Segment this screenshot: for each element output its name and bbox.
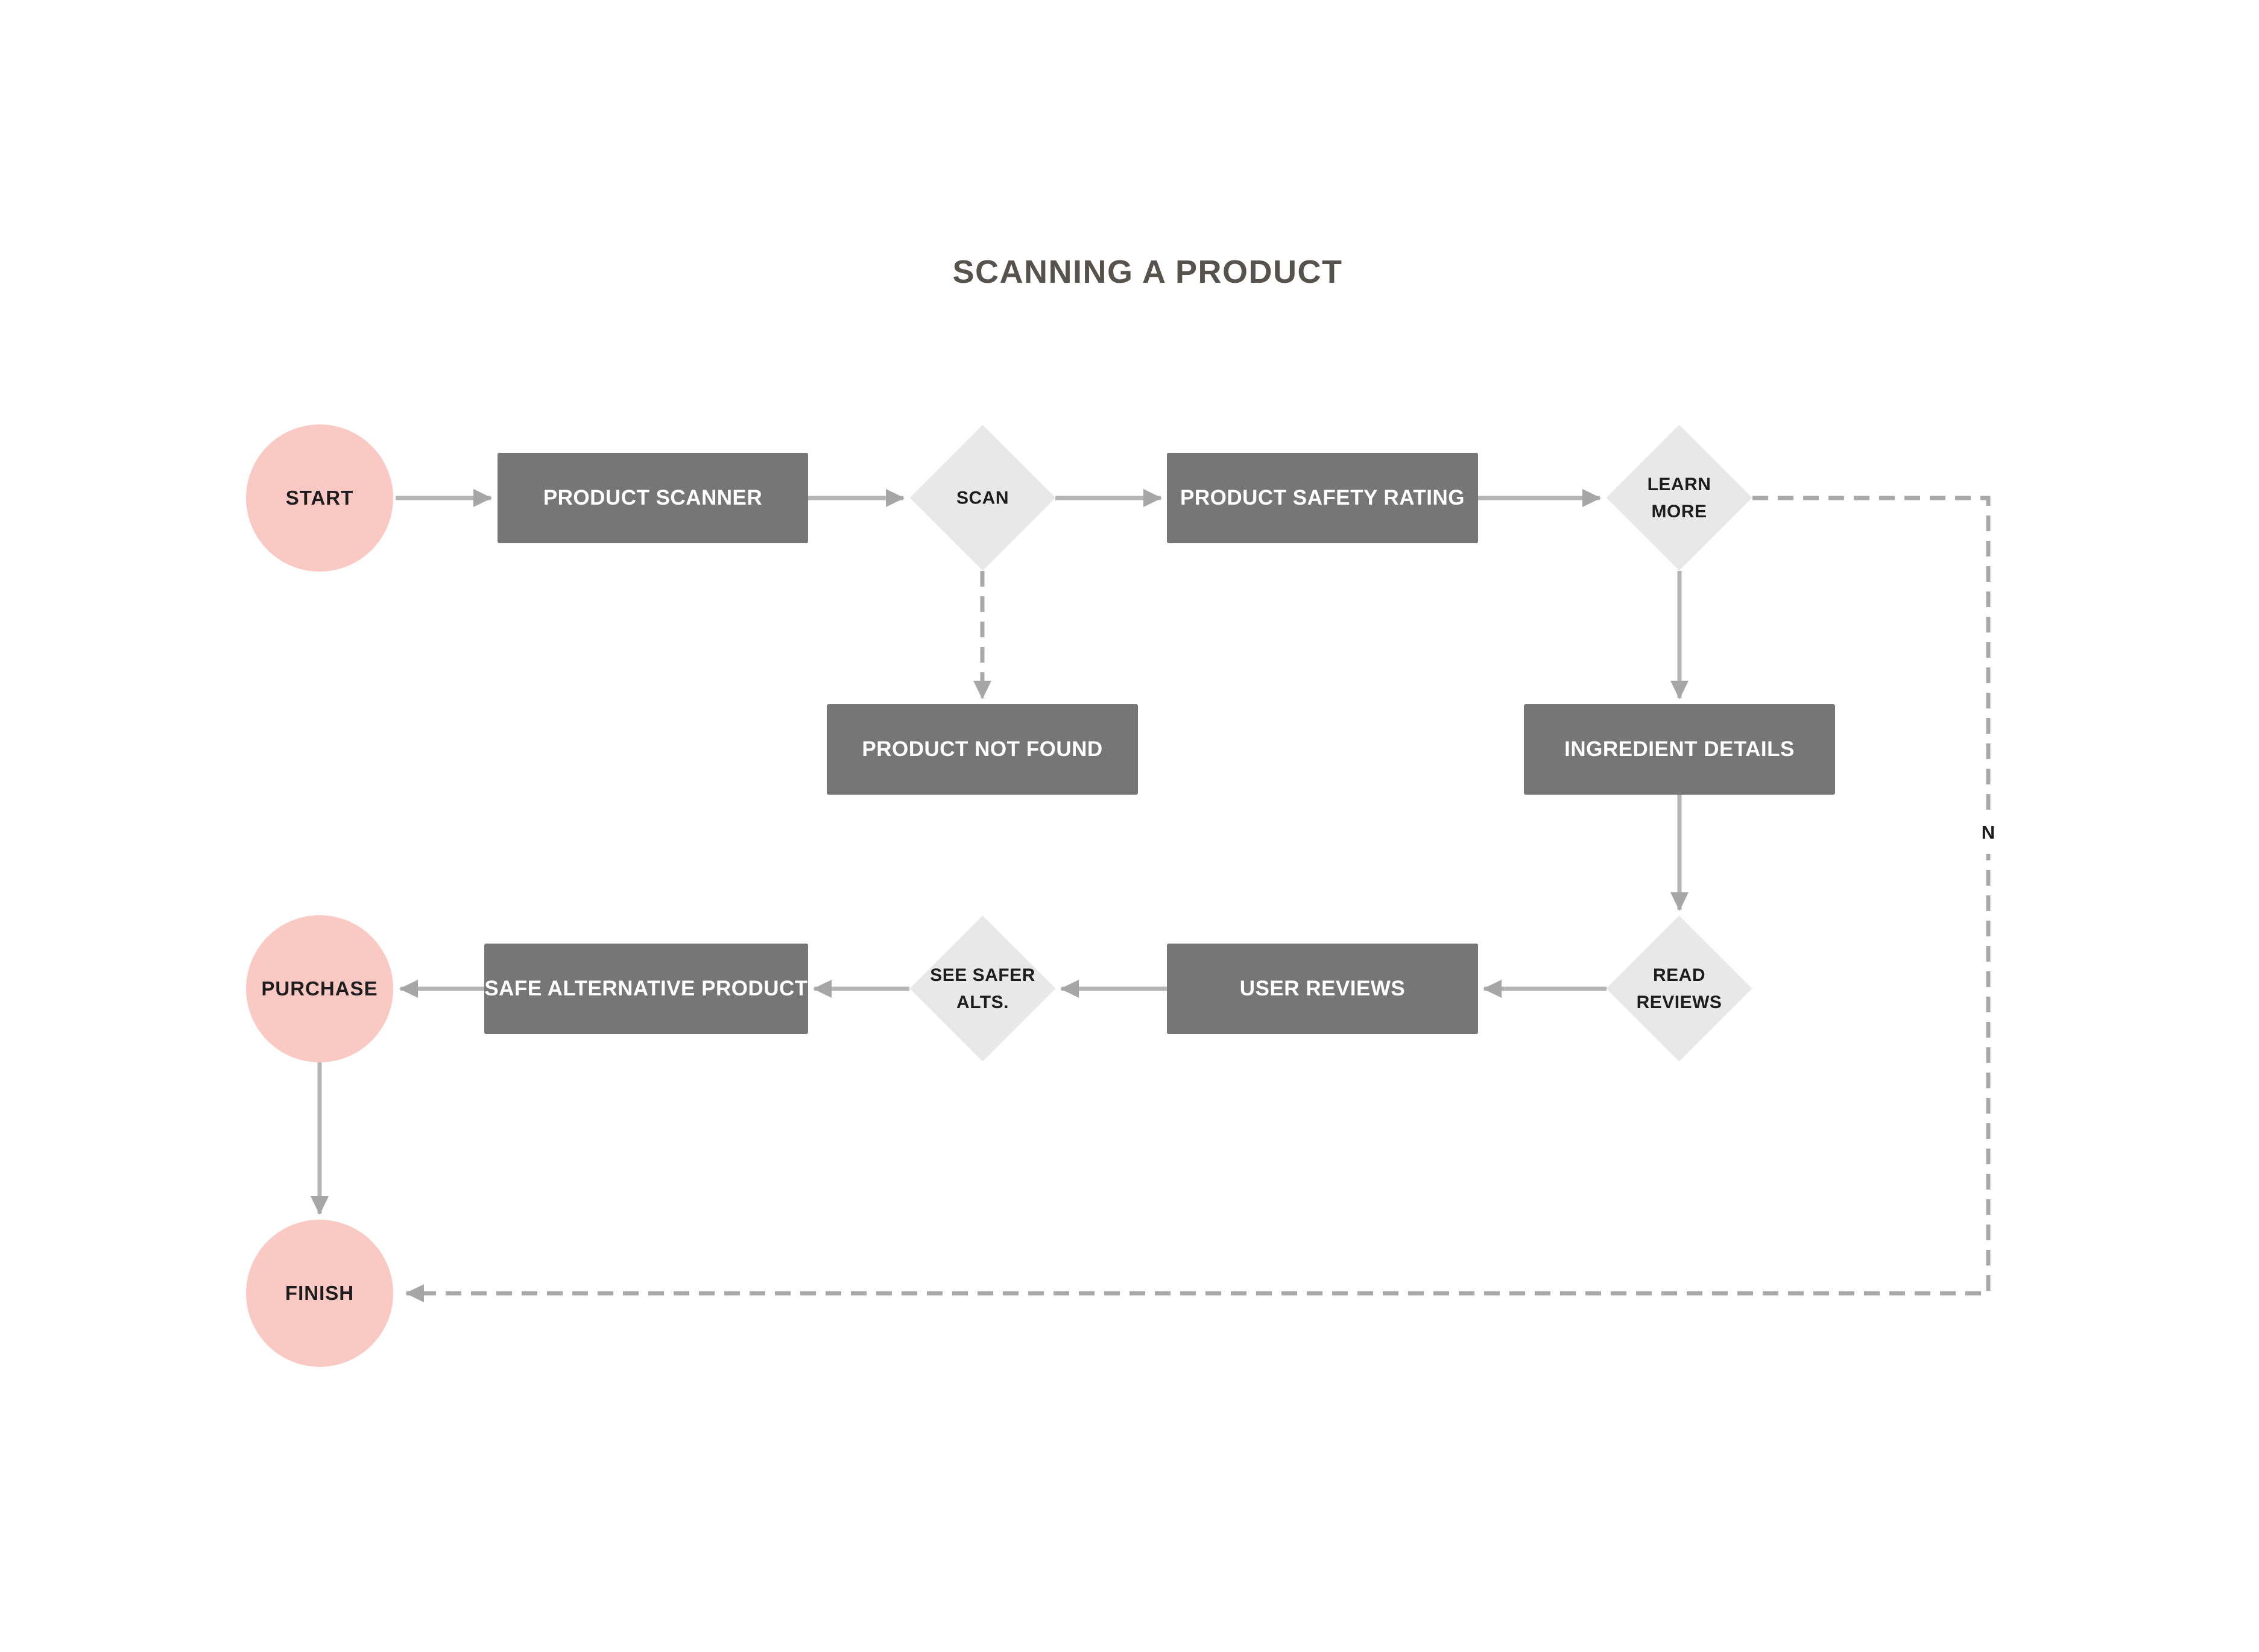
node-start[interactable]: START bbox=[246, 424, 393, 572]
edge-learn-more-to-finish bbox=[405, 496, 1991, 1302]
node-finish[interactable]: FINISH bbox=[246, 1220, 393, 1367]
node-product-not-found-label: PRODUCT NOT FOUND bbox=[862, 737, 1103, 761]
node-user-reviews-label: USER REVIEWS bbox=[1239, 977, 1406, 1000]
node-safe-alternative-product-label: SAFE ALTERNATIVE PRODUCT bbox=[484, 977, 808, 1000]
node-ingredient-details-label: INGREDIENT DETAILS bbox=[1564, 737, 1795, 761]
node-ingredient-details[interactable]: INGREDIENT DETAILS bbox=[1524, 704, 1835, 795]
node-product-scanner[interactable]: PRODUCT SCANNER bbox=[498, 453, 808, 543]
node-learn-more-label: LEARN MORE bbox=[1647, 474, 1711, 522]
node-scan-label: SCAN bbox=[956, 488, 1009, 508]
diagram-title: SCANNING A PRODUCT bbox=[952, 254, 1343, 290]
node-purchase-label: PURCHASE bbox=[261, 977, 378, 1000]
node-product-not-found[interactable]: PRODUCT NOT FOUND bbox=[827, 704, 1138, 795]
node-product-scanner-label: PRODUCT SCANNER bbox=[543, 486, 763, 509]
node-start-label: START bbox=[285, 487, 354, 509]
node-read-reviews-label: READ REVIEWS bbox=[1636, 965, 1722, 1012]
node-finish-label: FINISH bbox=[285, 1282, 355, 1304]
node-see-safer-alts-label: SEE SAFER ALTS. bbox=[930, 965, 1035, 1012]
node-safe-alternative-product[interactable]: SAFE ALTERNATIVE PRODUCT bbox=[484, 944, 808, 1034]
edge-label-n: N bbox=[1968, 812, 2008, 854]
node-product-safety-rating[interactable]: PRODUCT SAFETY RATING bbox=[1167, 453, 1478, 543]
node-product-safety-rating-label: PRODUCT SAFETY RATING bbox=[1180, 486, 1465, 509]
node-purchase[interactable]: PURCHASE bbox=[246, 915, 393, 1062]
node-user-reviews[interactable]: USER REVIEWS bbox=[1167, 944, 1478, 1034]
